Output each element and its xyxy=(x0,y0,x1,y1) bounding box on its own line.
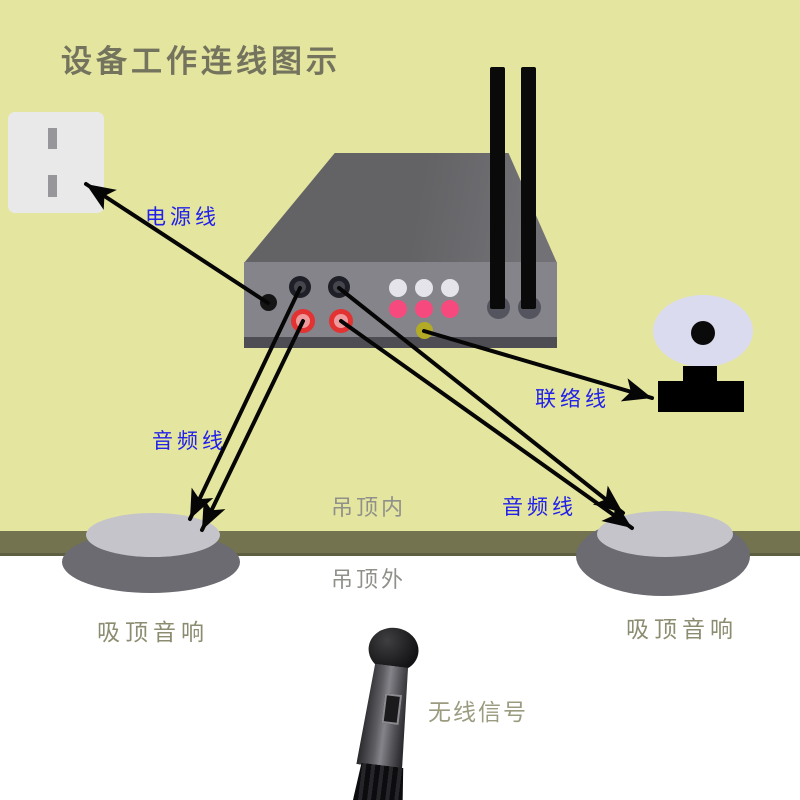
line-output-jack-1 xyxy=(289,276,311,298)
indicator-light-pink xyxy=(441,300,459,318)
indicator-light-pink xyxy=(415,300,433,318)
ceiling-speaker-left-label: 吸顶音响 xyxy=(97,619,209,645)
line-output-jack-2 xyxy=(328,276,350,298)
jack-inner xyxy=(294,281,306,293)
power-outlet xyxy=(8,112,104,213)
microphone-display xyxy=(381,693,403,725)
intercom-camera-neck xyxy=(683,366,717,382)
audio-cable-left-label: 音频线 xyxy=(152,430,227,453)
power-input-jack xyxy=(260,294,277,311)
rca-audio-jack-1 xyxy=(291,309,315,333)
antenna-left xyxy=(490,67,505,309)
diagram-title: 设备工作连线图示 xyxy=(61,44,341,79)
outlet-slot-bottom xyxy=(48,175,57,197)
rca-audio-jack-2 xyxy=(329,309,353,333)
power-cable-label: 电源线 xyxy=(145,206,220,229)
receiver-base-strip xyxy=(244,337,557,348)
ceiling-speaker-left-dome xyxy=(86,513,220,557)
antenna-right xyxy=(521,67,536,309)
indicator-light-white xyxy=(389,279,407,297)
audio-cable-right-label: 音频线 xyxy=(502,496,577,519)
rca-inner xyxy=(334,314,348,328)
outlet-slot-top xyxy=(48,128,57,149)
intercom-output-jack xyxy=(416,322,433,339)
rca-inner xyxy=(296,314,310,328)
intercom-camera-lens xyxy=(691,321,715,345)
receiver-top-panel xyxy=(244,153,557,263)
intercom-camera-base xyxy=(658,381,744,412)
ceiling-speaker-right-dome xyxy=(597,511,733,557)
jack-inner xyxy=(333,281,345,293)
intercom-cable-label: 联络线 xyxy=(535,388,610,411)
microphone-bottom-cap xyxy=(353,762,407,800)
inside-ceiling-label: 吊顶内 xyxy=(331,495,407,520)
indicator-light-white xyxy=(415,279,433,297)
indicator-light-white xyxy=(441,279,459,297)
wireless-signal-label: 无线信号 xyxy=(428,699,528,725)
indicator-light-pink xyxy=(389,300,407,318)
ceiling-speaker-right-label: 吸顶音响 xyxy=(626,616,738,642)
outside-ceiling-label: 吊顶外 xyxy=(331,567,407,592)
